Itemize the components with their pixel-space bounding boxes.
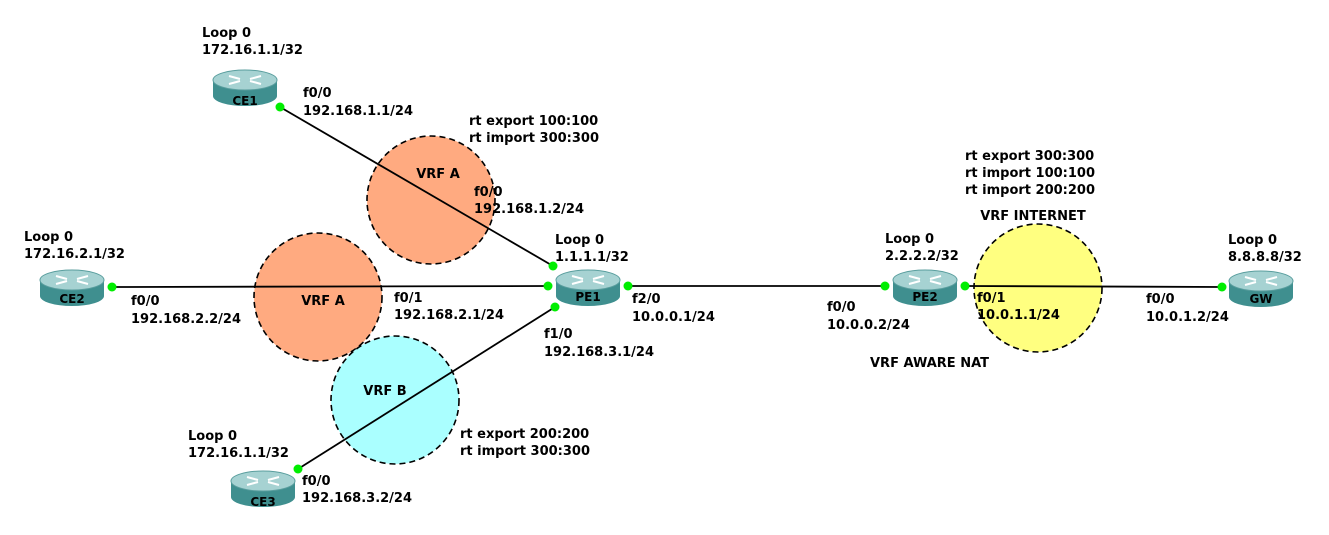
router-ce3-label: CE3 [250, 495, 275, 509]
link-ce3-pe1 [297, 306, 556, 470]
pe2-f01-name: f0/1 [977, 291, 1006, 306]
pe1-f01-addr: 192.168.2.1/24 [394, 308, 504, 323]
link-ce1-pe1 [279, 106, 554, 267]
pe1-f01-name: f0/1 [394, 291, 423, 306]
gw-loop-name: Loop 0 [1228, 233, 1277, 248]
vrf-a-mid-label: VRF A [301, 294, 345, 309]
ce2-loop-addr: 172.16.2.1/32 [24, 247, 125, 262]
pe1-f00-addr: 192.168.1.2/24 [474, 202, 584, 217]
vrf-internet-rt-import-1: rt import 100:100 [965, 166, 1095, 181]
port-ce1-f00[interactable] [275, 102, 285, 112]
ce2-f00-addr: 192.168.2.2/24 [131, 312, 241, 327]
router-ce3[interactable]: CE3 [230, 470, 296, 509]
vrf-internet-rt-export: rt export 300:300 [965, 149, 1094, 164]
port-gw-f00[interactable] [1217, 282, 1227, 292]
port-pe1-f20[interactable] [623, 281, 633, 291]
pe1-loop-name: Loop 0 [555, 233, 604, 248]
pe2-f00-name: f0/0 [827, 300, 856, 315]
router-pe1-label: PE1 [575, 290, 600, 304]
gw-f00-name: f0/0 [1146, 292, 1175, 307]
router-ce2[interactable]: CE2 [39, 269, 105, 307]
ce2-loop-name: Loop 0 [24, 230, 73, 245]
pe1-f00-name: f0/0 [474, 185, 503, 200]
ce1-f00-addr: 192.168.1.1/24 [303, 104, 413, 119]
pe1-f20-name: f2/0 [632, 292, 661, 307]
pe1-f20-addr: 10.0.0.1/24 [632, 310, 715, 325]
router-ce1[interactable]: CE1 [212, 69, 278, 108]
ce1-loop-addr: 172.16.1.1/32 [202, 43, 303, 58]
port-pe2-f01[interactable] [960, 281, 970, 291]
port-pe1-f10[interactable] [550, 302, 560, 312]
ce2-f00-name: f0/0 [131, 294, 160, 309]
link-ce2-pe1 [111, 285, 549, 288]
vrf-internet-label: VRF INTERNET [980, 209, 1086, 224]
port-ce2-f00[interactable] [107, 282, 117, 292]
ce1-f00-name: f0/0 [303, 86, 332, 101]
vrf-a-circle-mid [253, 232, 383, 362]
router-pe2[interactable]: PE2 [892, 269, 958, 307]
vrf-internet-rt-import-2: rt import 200:200 [965, 183, 1095, 198]
ce3-f00-name: f0/0 [302, 474, 331, 489]
vrf-b-circle [330, 335, 460, 465]
ce3-f00-addr: 192.168.3.2/24 [302, 491, 412, 506]
vrf-b-label: VRF B [363, 384, 406, 399]
router-ce1-label: CE1 [232, 94, 257, 108]
router-pe2-label: PE2 [912, 290, 937, 304]
ce1-loop-name: Loop 0 [202, 26, 251, 41]
router-ce2-label: CE2 [59, 292, 84, 306]
pe2-loop-name: Loop 0 [885, 232, 934, 247]
port-pe1-f01[interactable] [543, 281, 553, 291]
pe2-f00-addr: 10.0.0.2/24 [827, 318, 910, 333]
pe1-f10-addr: 192.168.3.1/24 [544, 345, 654, 360]
vrf-b-rt-export: rt export 200:200 [460, 427, 589, 442]
pe1-f10-name: f1/0 [544, 327, 573, 342]
vrf-a-circle-top [366, 135, 496, 265]
port-pe2-f00[interactable] [880, 281, 890, 291]
ce3-loop-name: Loop 0 [188, 429, 237, 444]
vrf-a-top-label: VRF A [416, 167, 460, 182]
router-gw[interactable]: GW [1228, 270, 1294, 308]
pe2-f01-addr: 10.0.1.1/24 [977, 308, 1060, 323]
port-pe1-f00[interactable] [548, 261, 558, 271]
vrf-b-rt-import: rt import 300:300 [460, 444, 590, 459]
vrf-a-rt-export: rt export 100:100 [469, 114, 598, 129]
vrf-internet-circle [973, 223, 1103, 353]
vrf-a-rt-import: rt import 300:300 [469, 131, 599, 146]
pe1-loop-addr: 1.1.1.1/32 [555, 250, 629, 265]
port-ce3-f00[interactable] [293, 464, 303, 474]
link-pe2-gw [964, 285, 1223, 288]
router-gw-label: GW [1249, 292, 1272, 306]
gw-loop-addr: 8.8.8.8/32 [1228, 250, 1302, 265]
vrf-aware-nat-note: VRF AWARE NAT [870, 356, 989, 371]
ce3-loop-addr: 172.16.1.1/32 [188, 446, 289, 461]
pe2-loop-addr: 2.2.2.2/32 [885, 249, 959, 264]
router-pe1[interactable]: PE1 [555, 269, 621, 307]
gw-f00-addr: 10.0.1.2/24 [1146, 310, 1229, 325]
